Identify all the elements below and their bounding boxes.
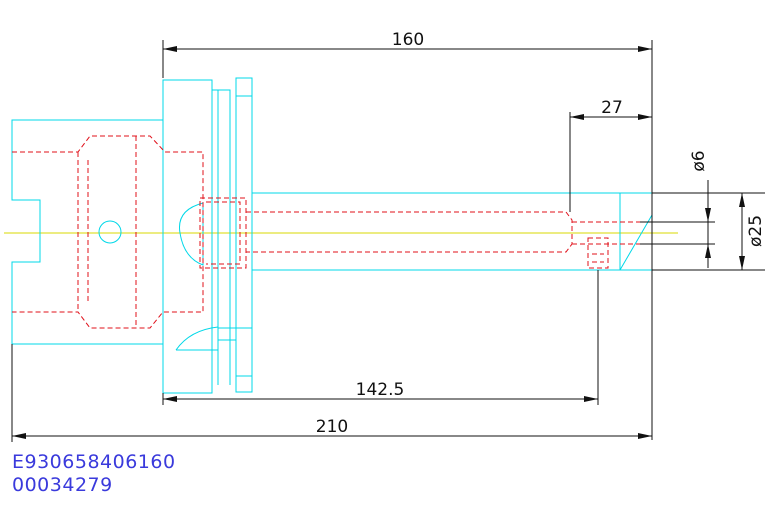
dim-160-label: 160 xyxy=(392,30,424,50)
dim-142-label: 142.5 xyxy=(356,380,405,400)
dim-6-label: ø6 xyxy=(689,150,709,171)
arrow-25-top xyxy=(739,193,745,207)
arrow-160-left xyxy=(163,46,177,52)
hidden-set-screw xyxy=(587,237,609,269)
drive-slot xyxy=(175,326,237,392)
arrow-27-right xyxy=(638,114,652,120)
arrow-142-right xyxy=(584,396,598,402)
taper-body xyxy=(11,119,163,345)
dim-25-label: ø25 xyxy=(746,215,766,247)
reference-number-text: 00034279 xyxy=(12,474,113,496)
shank-outline xyxy=(252,192,621,271)
pull-stud-head xyxy=(178,202,204,266)
arrow-142-left xyxy=(163,396,177,402)
arrow-160-right xyxy=(638,46,652,52)
arrowheads xyxy=(12,46,745,439)
hidden-stud-block xyxy=(199,197,247,269)
arrow-210-left xyxy=(12,433,26,439)
cross-hole xyxy=(98,220,122,244)
arrow-210-right xyxy=(638,433,652,439)
arrow-6-bottom xyxy=(705,244,711,258)
flange-block xyxy=(162,79,213,394)
arrow-25-bottom xyxy=(739,256,745,270)
hidden-tip-bore xyxy=(572,221,640,245)
nose-chamfer xyxy=(619,192,653,271)
hidden-taper-bore xyxy=(12,135,204,329)
dim-210-label: 210 xyxy=(316,417,348,437)
hidden-coolant-bore xyxy=(246,211,573,253)
hidden-lines xyxy=(12,135,640,329)
part-number-text: E930658406160 xyxy=(12,451,176,473)
dim-27-label: 27 xyxy=(601,98,623,118)
arrow-6-top xyxy=(705,208,711,222)
arrow-27-left xyxy=(570,114,584,120)
holder-outline xyxy=(11,77,653,394)
